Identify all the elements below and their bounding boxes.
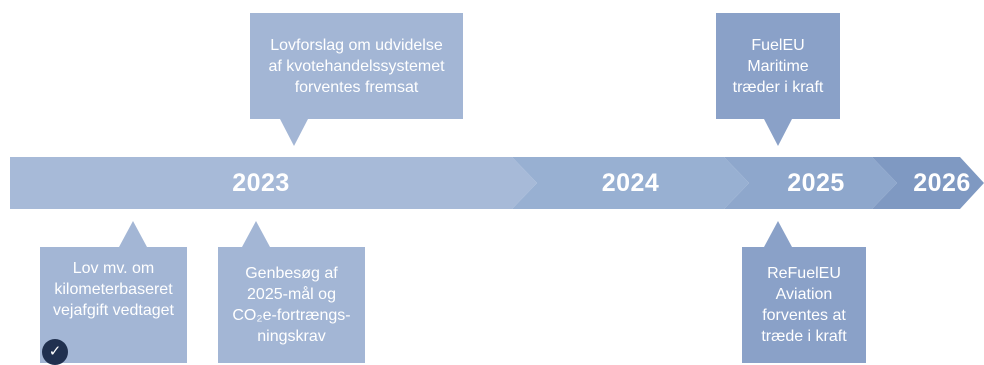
callout-pointer-genbesoeg [242, 221, 270, 247]
segment-2026 [872, 157, 984, 209]
segment-2024 [512, 157, 749, 209]
callout-pointer-lovforslag [280, 119, 308, 146]
callout-pointer-kilometer [119, 221, 147, 247]
callout-lovforslag: Lovforslag om udvidelse af kvotehandelss… [250, 13, 463, 119]
callout-text-fueleu: FuelEU Maritime træder i kraft [732, 36, 824, 96]
callout-text-refueleu: ReFuelEU Aviation forventes at træde i k… [761, 265, 847, 345]
callout-fueleu: FuelEU Maritime træder i kraft [716, 13, 840, 119]
callout-box-refueleu [742, 247, 866, 363]
callout-text-genbesoeg: Genbesøg af 2025-mål og CO₂e-fortrængs- … [232, 265, 351, 345]
segment-2025 [724, 157, 897, 209]
year-label-2025: 2025 [787, 169, 845, 197]
callout-refueleu: ReFuelEU Aviation forventes at træde i k… [742, 247, 866, 363]
callout-pointer-fueleu [764, 119, 792, 146]
year-label-2024: 2024 [601, 169, 660, 197]
callout-pointer-refueleu [764, 221, 792, 247]
callout-genbesoeg: Genbesøg af 2025-mål og CO₂e-fortrængs- … [218, 247, 365, 363]
segment-2023 [10, 157, 537, 209]
callout-kilometer: Lov mv. om kilometerbaseret vejafgift ve… [40, 247, 187, 331]
callout-text-kilometer: Lov mv. om kilometerbaseret vejafgift ve… [53, 259, 174, 319]
callout-box-fueleu [716, 13, 840, 119]
checkmark-icon: ✓ [42, 339, 68, 365]
callout-box-genbesoeg [218, 247, 365, 363]
callout-text-lovforslag: Lovforslag om udvidelse af kvotehandelss… [268, 36, 445, 96]
year-label-2023: 2023 [232, 169, 290, 197]
year-label-2026: 2026 [913, 169, 971, 197]
callout-box-lovforslag [250, 13, 463, 119]
